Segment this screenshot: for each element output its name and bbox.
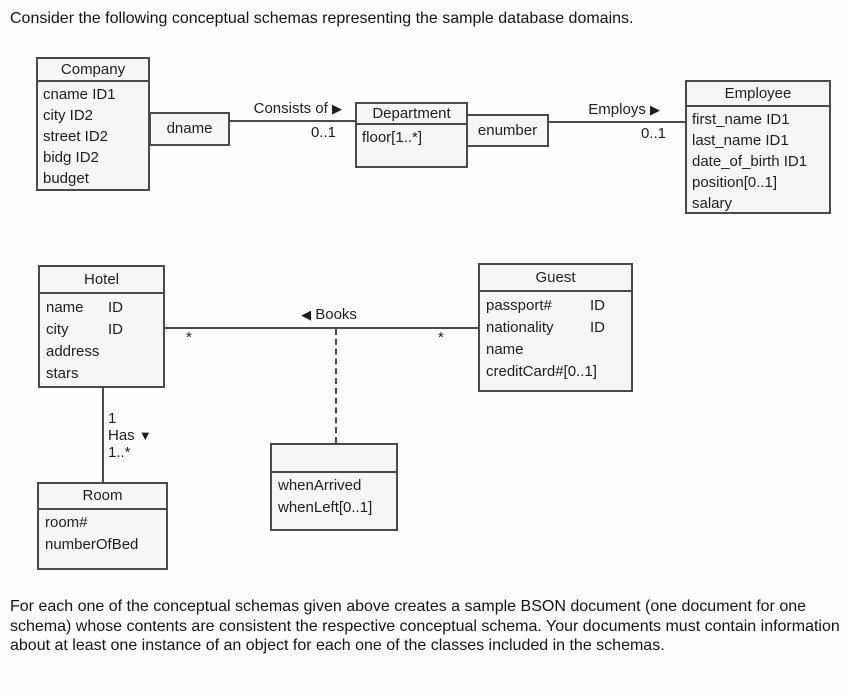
multiplicity-label: 1..* (108, 444, 131, 461)
attribute: budget (43, 170, 89, 187)
association-label-books: ◀ Books (283, 306, 375, 323)
attribute: city ID2 (43, 107, 94, 124)
class-hotel: Hotel name ID city ID address stars (38, 265, 165, 388)
attribute-name: stars (46, 365, 79, 382)
attribute: salary (692, 195, 733, 212)
consists-of-label: Consists of (253, 100, 328, 117)
class-employee-attributes: first_name ID1 last_name ID1 date_of_bir… (687, 107, 829, 212)
attribute-row: stars (46, 363, 157, 385)
attribute-name: name (46, 299, 84, 316)
multiplicity-label: * (186, 329, 192, 346)
qualifier-enumber: enumber (466, 114, 549, 147)
class-booking-attributes: whenArrived whenLeft[0..1] (272, 473, 396, 521)
multiplicity-label: 1 (108, 410, 117, 427)
arrow-right-icon: ▶ (650, 102, 660, 117)
multiplicity-label: * (438, 329, 444, 346)
attribute: street ID2 (43, 128, 109, 145)
class-booking-title (272, 445, 396, 473)
books-label: Books (315, 306, 357, 323)
arrow-right-icon: ▶ (332, 101, 342, 116)
attribute-id-tag: ID (108, 321, 123, 338)
class-department-title: Department (357, 104, 466, 125)
attribute-name: creditCard#[0..1] (486, 363, 597, 380)
has-label: Has (108, 427, 135, 444)
attribute-row: creditCard#[0..1] (486, 361, 625, 383)
association-label-consists-of: Consists of ▶ (238, 100, 342, 117)
class-hotel-attributes: name ID city ID address stars (40, 294, 163, 386)
class-department: Department floor[1..*] (355, 102, 468, 168)
attribute: whenArrived (278, 477, 362, 494)
employs-label: Employs (588, 101, 646, 118)
attribute-name: city (46, 321, 69, 338)
class-guest-attributes: passport# ID nationality ID name creditC… (480, 292, 631, 386)
class-employee: Employee first_name ID1 last_name ID1 da… (685, 80, 831, 214)
association-line-employs (549, 121, 685, 123)
attribute-name: address (46, 343, 100, 360)
attribute-id-tag: ID (590, 319, 605, 336)
attribute: cname ID1 (43, 86, 116, 103)
class-department-attributes: floor[1..*] (357, 125, 466, 150)
attribute-id-tag: ID (108, 299, 123, 316)
multiplicity-label: 0..1 (310, 124, 336, 141)
association-line-has (102, 388, 104, 482)
attribute-row: name ID (46, 297, 157, 319)
attribute: date_of_birth ID1 (692, 153, 808, 170)
class-guest-title: Guest (480, 265, 631, 292)
class-company: Company cname ID1 city ID2 street ID2 bi… (36, 57, 150, 191)
class-employee-title: Employee (687, 82, 829, 107)
class-room: Room room# numberOfBed (37, 482, 168, 570)
multiplicity-label: 0..1 (640, 125, 666, 142)
attribute: whenLeft[0..1] (278, 499, 373, 516)
class-room-attributes: room# numberOfBed (39, 510, 166, 558)
attribute-name: nationality (486, 319, 554, 336)
attribute: first_name ID1 (692, 111, 790, 128)
task-text: For each one of the conceptual schemas g… (10, 598, 840, 654)
association-line-consists-of (229, 120, 356, 122)
attribute-name: name (486, 341, 524, 358)
attribute: last_name ID1 (692, 132, 789, 149)
class-guest: Guest passport# ID nationality ID name c… (478, 263, 633, 392)
attribute: numberOfBed (45, 536, 139, 553)
attribute-row: passport# ID (486, 295, 625, 317)
association-label-has: Has ▼ (108, 427, 152, 444)
attribute: position[0..1] (692, 174, 778, 191)
attribute: bidg ID2 (43, 149, 99, 166)
class-room-title: Room (39, 484, 166, 510)
intro-text: Consider the following conceptual schema… (10, 10, 634, 27)
attribute-id-tag: ID (590, 297, 605, 314)
attribute-row: name (486, 339, 625, 361)
class-company-attributes: cname ID1 city ID2 street ID2 bidg ID2 b… (38, 82, 148, 189)
class-booking-association: whenArrived whenLeft[0..1] (270, 443, 398, 531)
qualifier-dname: dname (149, 112, 230, 146)
association-line-books (165, 327, 478, 329)
arrow-left-icon: ◀ (301, 307, 312, 322)
attribute: floor[1..*] (362, 129, 423, 146)
attribute-name: passport# (486, 297, 552, 314)
attribute-row: nationality ID (486, 317, 625, 339)
association-class-dashed-link (335, 329, 337, 443)
class-company-title: Company (38, 59, 148, 82)
attribute-row: city ID (46, 319, 157, 341)
association-label-employs: Employs ▶ (554, 101, 660, 118)
attribute-row: address (46, 341, 157, 363)
class-hotel-title: Hotel (40, 267, 163, 294)
arrow-down-icon: ▼ (138, 428, 152, 443)
attribute: room# (45, 514, 88, 531)
